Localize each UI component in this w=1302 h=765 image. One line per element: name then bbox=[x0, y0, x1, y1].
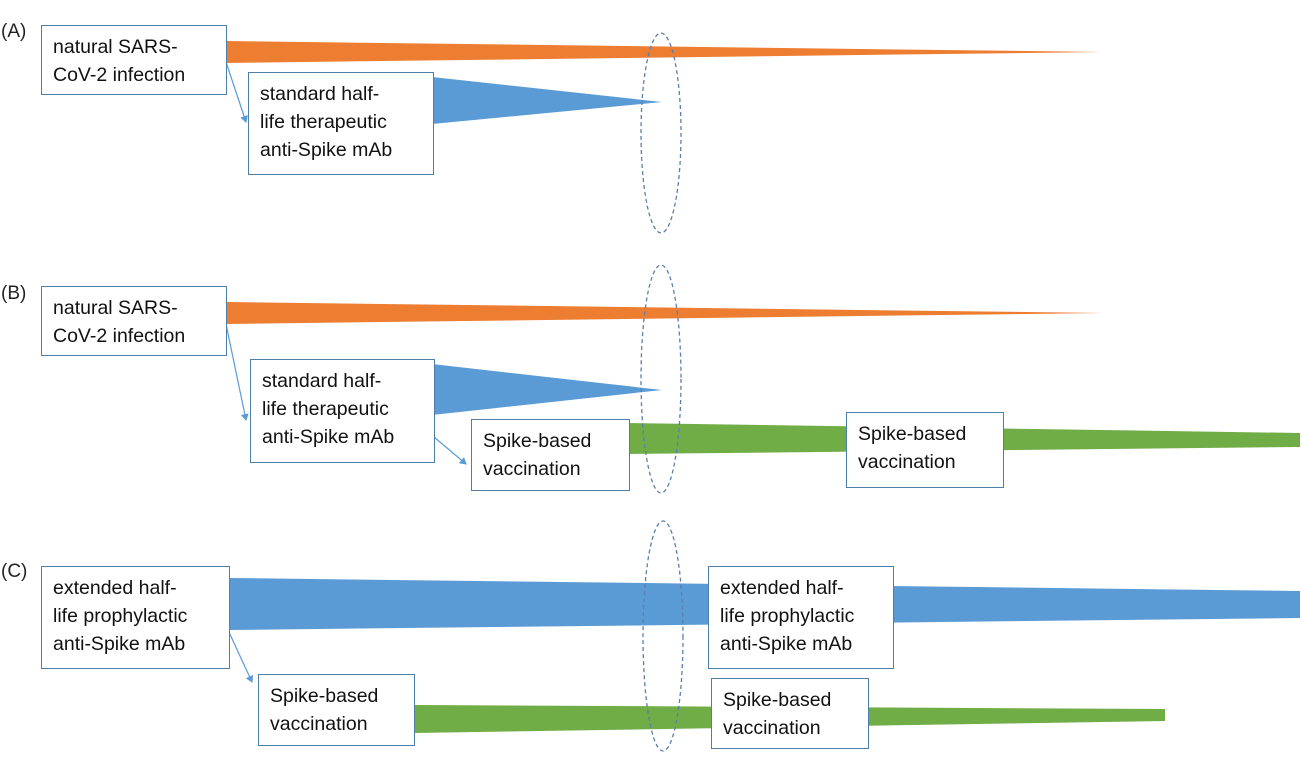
prophylactic-mab-box-later: extended half- life prophylactic anti-Sp… bbox=[708, 566, 894, 669]
infection-wedge bbox=[226, 41, 1103, 63]
vaccination-box-later: Spike-based vaccination bbox=[711, 678, 869, 749]
infection-wedge bbox=[226, 302, 1103, 324]
panel-label-b: (B) bbox=[1, 283, 27, 304]
dashed-ellipse bbox=[642, 520, 684, 752]
connector-arrow bbox=[433, 436, 467, 465]
natural-infection-box: natural SARS- CoV-2 infection bbox=[41, 286, 227, 356]
vaccination-box-later: Spike-based vaccination bbox=[846, 412, 1004, 488]
dashed-ellipse bbox=[640, 264, 682, 494]
connector-arrow bbox=[227, 629, 254, 683]
panel-label-c: (C) bbox=[1, 561, 28, 582]
dashed-ellipse bbox=[640, 32, 682, 234]
vaccination-box: Spike-based vaccination bbox=[471, 419, 630, 491]
panel-label-a: (A) bbox=[1, 21, 27, 42]
prophylactic-mab-box: extended half- life prophylactic anti-Sp… bbox=[41, 566, 230, 669]
connector-arrow bbox=[225, 323, 249, 421]
vaccination-box: Spike-based vaccination bbox=[258, 674, 415, 746]
therapeutic-mab-wedge bbox=[432, 77, 662, 124]
connector-arrow bbox=[225, 61, 248, 123]
therapeutic-mab-wedge bbox=[432, 364, 662, 415]
natural-infection-box: natural SARS- CoV-2 infection bbox=[41, 25, 227, 95]
therapeutic-mab-box: standard half- life therapeutic anti-Spi… bbox=[250, 359, 435, 463]
therapeutic-mab-box: standard half- life therapeutic anti-Spi… bbox=[248, 72, 434, 175]
